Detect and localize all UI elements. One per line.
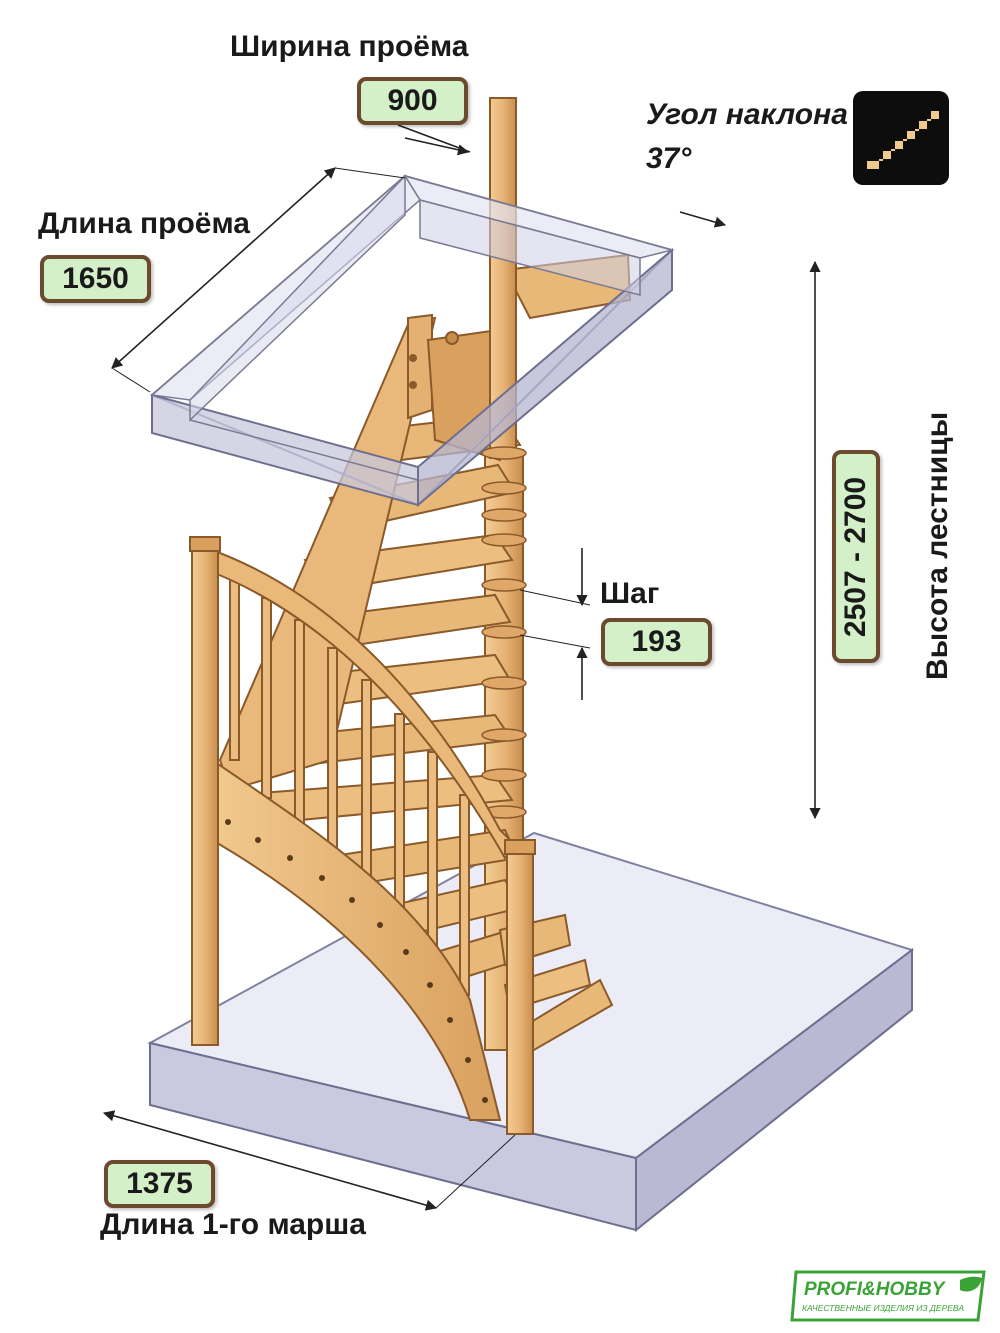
stair-height-title-text: Высота лестницы <box>921 411 954 680</box>
angle-value: 37° <box>646 142 692 175</box>
dimension-lines <box>102 124 821 1211</box>
profi-hobby-logo: PROFI&HOBBY КАЧЕСТВЕННЫЕ ИЗДЕЛИЯ ИЗ ДЕРЕ… <box>790 1268 990 1324</box>
logo-tagline: КАЧЕСТВЕННЫЕ ИЗДЕЛИЯ ИЗ ДЕРЕВА <box>802 1303 964 1313</box>
opening-length-title: Длина проёма <box>38 207 250 240</box>
stair-height-title: Высота лестницы <box>838 411 958 680</box>
upper-newel <box>407 253 632 462</box>
step-title: Шаг <box>600 577 660 610</box>
first-flight-title: Длина 1-го марша <box>100 1208 366 1241</box>
dim-opening-width-right <box>679 211 727 228</box>
logo-brand: PROFI&HOBBY <box>804 1279 947 1300</box>
dim-first-flight <box>102 1110 438 1211</box>
angle-title: Угол наклона <box>646 98 848 131</box>
dim-opening-width <box>404 137 470 156</box>
opening-length-value: 1650 <box>40 255 151 303</box>
step-value: 193 <box>601 618 712 666</box>
opening-width-value: 900 <box>357 77 468 125</box>
stair-height-value: 2507 - 2700 <box>832 450 880 663</box>
opening-width-title: Ширина проёма <box>230 30 469 63</box>
leaf-icon <box>960 1276 982 1292</box>
post-rings <box>481 446 527 819</box>
stair-angle-icon <box>853 91 949 185</box>
lower-railing <box>189 536 536 1135</box>
dim-opening-length <box>111 167 336 369</box>
first-flight-value: 1375 <box>104 1160 215 1208</box>
